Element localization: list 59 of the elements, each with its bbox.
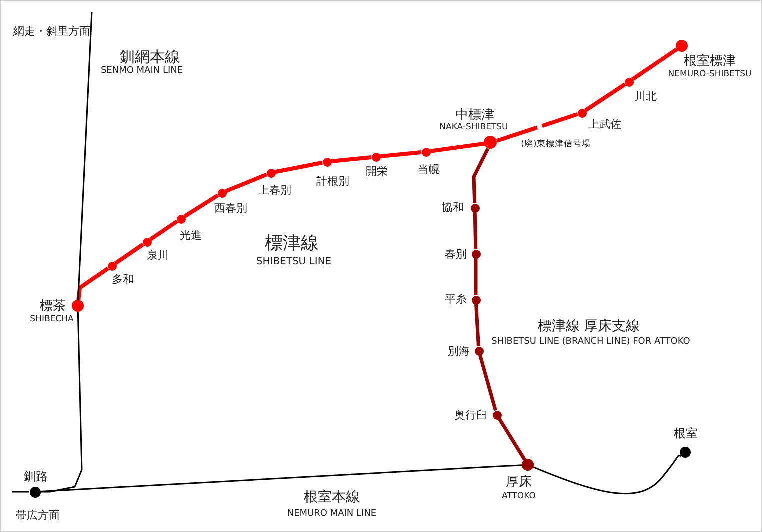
rail-line xyxy=(76,266,110,300)
rail-line xyxy=(78,12,93,300)
station-name: 西春別 xyxy=(214,202,248,216)
station-name: 平糸 xyxy=(445,294,467,306)
station-name: 根室標津 xyxy=(684,54,736,70)
rail-line xyxy=(584,82,626,112)
rail-line xyxy=(40,464,522,492)
station-name: 釧路 xyxy=(24,470,48,484)
line-name: 標津線 xyxy=(265,234,319,254)
station-name: 標茶 xyxy=(40,300,66,314)
direction-label: 帯広方面 xyxy=(16,510,60,522)
station-name: 多和 xyxy=(112,274,134,286)
station-name: 川北 xyxy=(635,90,657,104)
rail-line xyxy=(498,418,526,461)
station-name: 厚床 xyxy=(506,476,532,490)
rail-line xyxy=(114,242,144,266)
station-name: 根室 xyxy=(674,427,698,441)
rail-line xyxy=(474,258,478,296)
line-name-romaji: NEMURO MAIN LINE xyxy=(287,510,377,520)
station-name-romaji: NEMURO-SHIBETSU xyxy=(668,70,752,80)
rail-line xyxy=(380,150,422,159)
line-name: 釧網本線 xyxy=(120,48,180,66)
station-name-romaji: ATTOKO xyxy=(502,492,536,502)
station-name: 春別 xyxy=(445,248,467,262)
station-name: 奥行臼 xyxy=(454,410,488,422)
rail-line xyxy=(150,220,178,242)
rail-line xyxy=(331,155,372,164)
rail-line xyxy=(184,194,220,218)
station-name: 光進 xyxy=(180,230,202,242)
line-name: 根室本線 xyxy=(304,490,360,506)
station-name: 中標津 xyxy=(455,108,494,123)
rail-line xyxy=(472,148,490,204)
line-name: 標津線 厚床支線 xyxy=(538,319,640,335)
signal-station-label: (廃)東標津信号場 xyxy=(521,140,591,150)
station-name: 上武佐 xyxy=(588,118,622,132)
rail-line xyxy=(474,304,480,347)
rail-line xyxy=(225,172,268,194)
rail-line xyxy=(632,48,678,82)
station-name: 協和 xyxy=(442,202,464,214)
rail-line xyxy=(40,312,83,493)
station-name: 別海 xyxy=(448,346,470,358)
direction-label: 網走・斜里方面 xyxy=(14,26,90,38)
station-name: 開栄 xyxy=(366,166,388,178)
line-name-romaji: SENMO MAIN LINE xyxy=(100,67,184,77)
rail-line xyxy=(12,491,30,493)
rail-line xyxy=(275,160,323,174)
rail-line xyxy=(533,455,682,495)
line-name-romaji: SHIBETSU LINE xyxy=(256,256,332,268)
station-name: 計根別 xyxy=(316,176,350,188)
station-name-romaji: SHIBECHA xyxy=(30,315,74,325)
line-name-romaji: SHIBETSU LINE (BRANCH LINE) FOR ATTOKO xyxy=(492,338,690,348)
station-name: 泉川 xyxy=(147,250,169,262)
rail-line xyxy=(495,112,580,143)
rail-line xyxy=(430,142,485,154)
station-name: 当幌 xyxy=(418,164,440,176)
rail-line xyxy=(473,212,478,250)
station-name-romaji: NAKA-SHIBETSU xyxy=(440,123,508,133)
station-name: 上春別 xyxy=(258,184,292,198)
rail-line xyxy=(478,354,498,412)
